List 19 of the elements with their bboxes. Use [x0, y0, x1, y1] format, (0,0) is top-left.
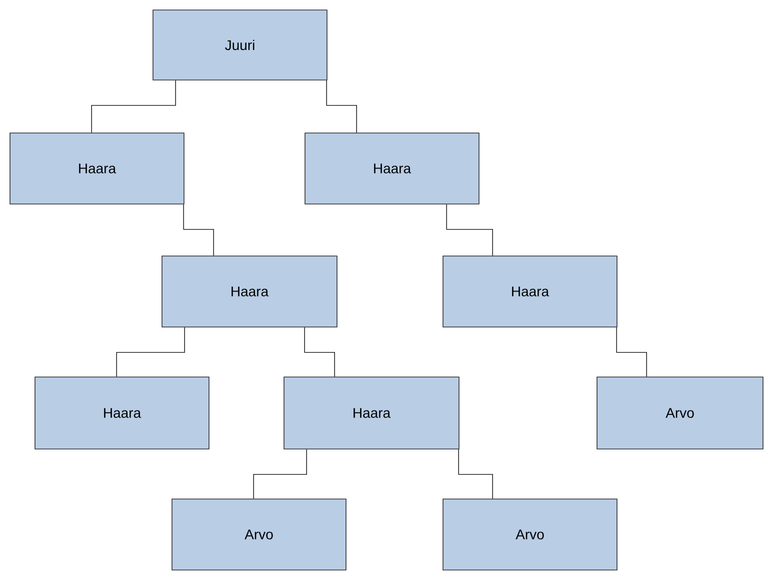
tree-node-box: Juuri — [152, 10, 328, 80]
connector-line — [91, 80, 176, 133]
tree-node-box: Haara — [304, 132, 480, 204]
connector-line — [446, 204, 493, 256]
connector-line — [458, 449, 493, 499]
tree-node-box: Haara — [34, 376, 210, 450]
connector-line — [616, 327, 647, 377]
connector-line — [326, 80, 357, 133]
tree-node-box: Arvo — [442, 498, 618, 570]
tree-node-box: Haara — [162, 256, 338, 328]
tree-node-box: Arvo — [596, 376, 764, 450]
connector-line — [116, 327, 185, 377]
tree-node-box: Haara — [10, 132, 184, 204]
connector-line — [304, 327, 335, 377]
connector-line — [183, 204, 214, 256]
connector-line — [253, 449, 307, 499]
tree-node-box: Arvo — [172, 498, 346, 570]
tree-node-box: Haara — [442, 256, 618, 328]
tree-node-box: Haara — [284, 376, 460, 450]
